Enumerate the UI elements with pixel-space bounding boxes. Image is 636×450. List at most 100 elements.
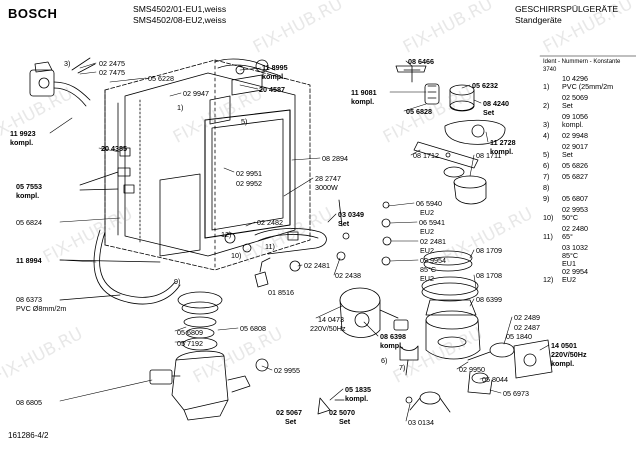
part-label: 11 8994	[16, 256, 42, 265]
part-label: 02 9951	[236, 169, 262, 178]
drawing-id: 161286-4/2	[8, 431, 49, 440]
legend-heading-code: 3740	[543, 67, 557, 73]
part-label: 05 6828	[406, 107, 432, 116]
legend-row-values: 05 6827	[562, 173, 588, 181]
legend-row-number: 9)	[543, 194, 550, 203]
thermostats	[224, 231, 301, 372]
legend-row-line: 09 1056	[562, 112, 588, 121]
part-label: 12)	[221, 230, 232, 239]
part-label: 08 1708	[476, 271, 502, 280]
part-label: kompl.	[490, 147, 514, 156]
part-label: 05 6973	[503, 389, 529, 398]
part-label: 3)	[64, 59, 71, 68]
part-label: PVC Ø8mm/2m	[16, 304, 67, 313]
legend-row-line: PVC (25mm/2m	[562, 82, 614, 91]
part-label: 08 1709	[476, 246, 502, 255]
part-label: 02 9954	[420, 256, 446, 265]
leader-lines	[49, 60, 550, 422]
part-label: 08 6805	[16, 398, 42, 407]
legend-row-number: 4)	[543, 131, 550, 140]
legend-row: 7)05 6827	[543, 173, 588, 181]
legend-row-line: EU1	[562, 259, 576, 268]
part-label: 05 6808	[240, 324, 266, 333]
category-title: GESCHIRRSPÜLGERÄTE	[515, 4, 619, 14]
part-label: 6)	[381, 356, 388, 365]
part-label: 08 6373	[16, 295, 42, 304]
part-label: 08 1711	[476, 151, 502, 160]
legend-row-number: 3)	[543, 120, 550, 129]
part-label: 9)	[174, 277, 181, 286]
part-label: 05 6824	[16, 218, 42, 227]
legend-row-number: 2)	[543, 101, 550, 110]
part-label: 02 9955	[274, 366, 300, 375]
part-label: 05 1840	[506, 332, 532, 341]
part-label: 02 7475	[99, 68, 125, 77]
legend-row-line: Set	[562, 150, 573, 159]
part-label: 11 9081	[351, 88, 377, 97]
part-label: kompl.	[16, 191, 40, 200]
part-label: 02 5067	[276, 408, 302, 417]
legend-heading: Ident - Nummern - Konstante	[543, 59, 621, 65]
part-label: kompl.	[262, 72, 286, 81]
heating-element	[254, 228, 327, 273]
part-label: 3000W	[315, 183, 338, 192]
part-label: 05 8044	[482, 375, 508, 384]
part-label: 08 4240	[483, 99, 509, 108]
part-label: 08 1712	[413, 151, 439, 160]
part-label: 11 8995	[262, 63, 288, 72]
part-label: Set	[338, 219, 350, 228]
legend-row: 9) 05 6807	[543, 195, 588, 203]
part-label: 05 6228	[148, 74, 174, 83]
part-label: 02 2438	[335, 271, 361, 280]
upper-spray-tube	[209, 58, 279, 125]
part-label: kompl.	[345, 394, 369, 403]
part-label: 28 2747	[315, 174, 341, 183]
part-label: 02 9947	[183, 89, 209, 98]
part-label: 08 6398	[380, 332, 406, 341]
legend-row-values: 05 6807	[562, 195, 588, 203]
part-label: kompl.	[10, 138, 34, 147]
part-label: EU2	[420, 246, 434, 255]
part-label: 08 6466	[408, 57, 434, 66]
legend-row-number: 10)	[543, 213, 554, 222]
filter-spray-parts	[395, 65, 506, 205]
legend-row-line: kompl.	[562, 120, 584, 129]
legend-row-number: 12)	[543, 275, 554, 284]
legend-row: 8)	[543, 184, 562, 192]
part-label: 03 0349	[338, 210, 364, 219]
legend-row-line: 05 6807	[562, 194, 588, 203]
water-inlet-valve	[29, 57, 96, 107]
part-label: Set	[483, 108, 495, 117]
legend-row: 4) 02 9948	[543, 132, 588, 140]
part-label: 220V/50Hz	[551, 350, 587, 359]
part-label: Set	[285, 417, 297, 426]
tub-body	[104, 59, 311, 271]
part-label: 1)	[177, 103, 184, 112]
circulation-motor	[339, 287, 419, 376]
legend-row-line: 50°C	[562, 213, 579, 222]
part-label: 05 7553	[16, 182, 42, 191]
model-line-1: SMS4502/01-EU1,weiss	[133, 4, 227, 14]
part-label: 14 0501	[551, 341, 577, 350]
legend-row-line: EU2	[562, 275, 576, 284]
part-label: 08 2894	[322, 154, 348, 163]
legend-row-line: 85°C	[562, 251, 579, 260]
part-label: kompl.	[551, 359, 575, 368]
legend-row-values: 02 9948	[562, 132, 588, 140]
part-label: 11)	[265, 242, 275, 251]
drain-pump	[317, 339, 553, 415]
legend-row-line: 10 4296	[562, 74, 588, 83]
legend-row-line: 02 9953	[562, 205, 588, 214]
part-label: 02 2487	[514, 323, 540, 332]
legend-row-line: 05 6826	[562, 161, 588, 170]
part-label: 05 6809	[177, 328, 203, 337]
